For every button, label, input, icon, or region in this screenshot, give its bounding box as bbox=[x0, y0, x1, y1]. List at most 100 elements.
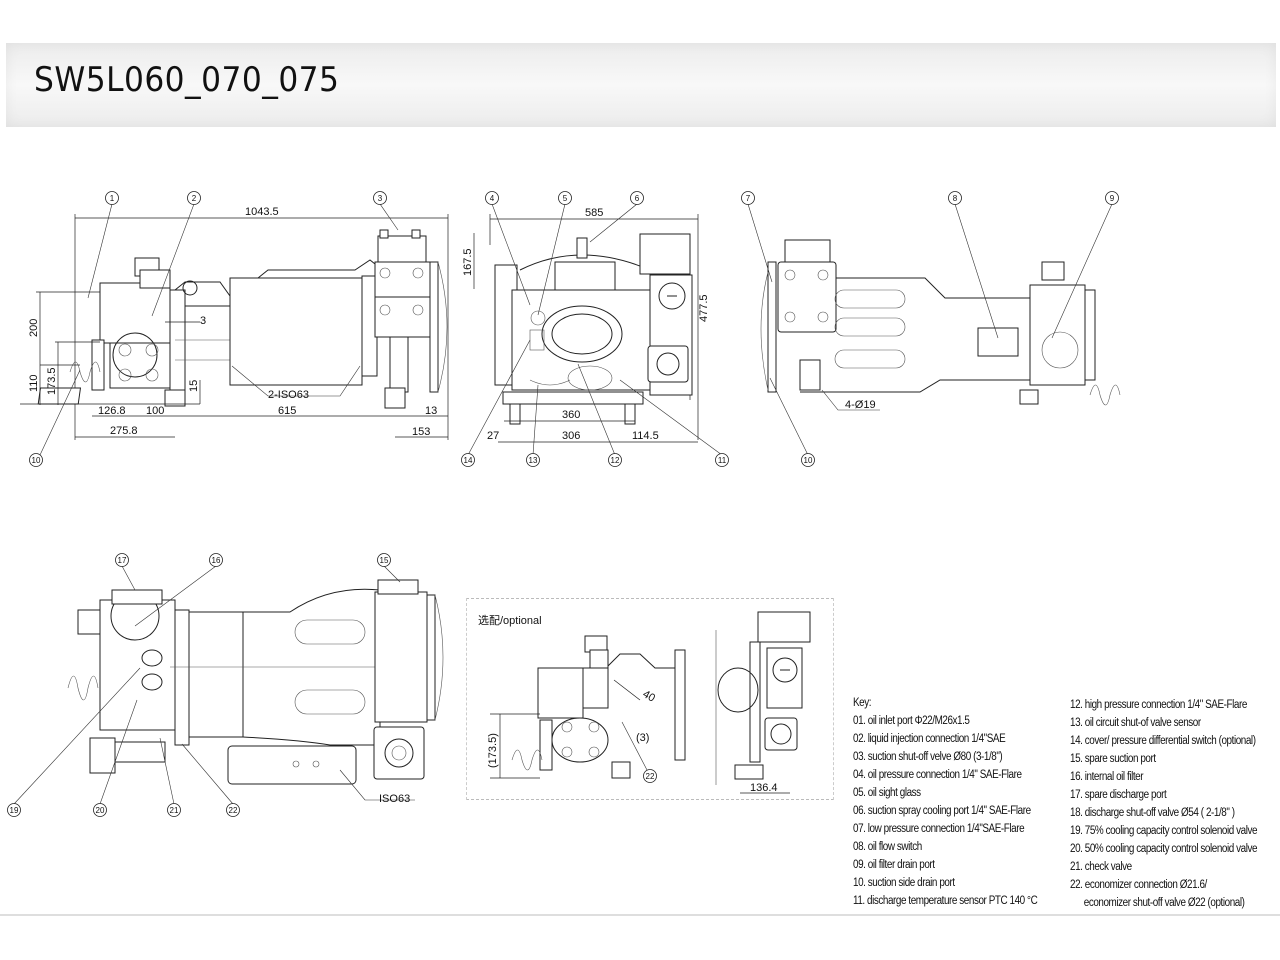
dim-114-5: 114.5 bbox=[632, 430, 659, 442]
legend-title: Key: bbox=[853, 697, 872, 709]
legend-item: 13. oil circuit shut-of valve sensor bbox=[1070, 717, 1201, 729]
legend-item: 01. oil inlet port Φ22/M26x1.5 bbox=[853, 715, 970, 727]
item-balloon: 3 bbox=[373, 191, 387, 205]
legend-item: 17. spare discharge port bbox=[1070, 789, 1167, 801]
legend-item: 22. economizer connection Ø21.6/ bbox=[1070, 879, 1207, 891]
balloon-number: 2 bbox=[192, 194, 197, 203]
legend-item-continuation: economizer shut-off valve Ø22 (optional) bbox=[1083, 897, 1245, 909]
item-balloon: 6 bbox=[630, 191, 644, 205]
legend-key-right: 12. high pressure connection 1/4" SAE-Fl… bbox=[1070, 696, 1257, 912]
other-side-view: 4-Ø19 bbox=[747, 203, 1121, 456]
side-view: 1043.5 2-ISO63 bbox=[20, 203, 449, 456]
dim-306: 306 bbox=[562, 430, 580, 442]
callout-2-iso63: 2-ISO63 bbox=[268, 389, 309, 401]
dim-13: 13 bbox=[425, 405, 437, 417]
item-balloon: 22 bbox=[226, 803, 240, 817]
balloon-number: 13 bbox=[529, 456, 538, 465]
dim-153: 153 bbox=[412, 426, 430, 438]
legend-item: 07. low pressure connection 1/4"SAE-Flar… bbox=[853, 823, 1025, 835]
item-balloon: 17 bbox=[115, 553, 129, 567]
motor-housing bbox=[229, 277, 363, 386]
item-balloon: 5 bbox=[558, 191, 572, 205]
item-balloon: 4 bbox=[485, 191, 499, 205]
optional-view: (173.5) 40 (3) 136.4 bbox=[487, 611, 811, 794]
dim-173-5: 173.5 bbox=[46, 367, 58, 395]
item-balloon: 9 bbox=[1105, 191, 1119, 205]
item-balloon: 8 bbox=[948, 191, 962, 205]
dim-136-4: 136.4 bbox=[750, 782, 778, 794]
legend-item: 02. liquid injection connection 1/4"SAE bbox=[853, 733, 1006, 745]
legend-item: 20. 50% cooling capacity control solenoi… bbox=[1070, 843, 1258, 855]
item-balloon: 1 bbox=[105, 191, 119, 205]
title-banner bbox=[6, 43, 1276, 127]
balloon-number: 4 bbox=[490, 194, 495, 203]
terminal-box bbox=[227, 745, 357, 785]
balloon-number: 16 bbox=[212, 556, 221, 565]
balloon-number: 1 bbox=[110, 194, 115, 203]
item-balloon: 7 bbox=[741, 191, 755, 205]
dim-3: 3 bbox=[200, 315, 206, 327]
balloon-number: 17 bbox=[118, 556, 127, 565]
legend-item: 09. oil filter drain port bbox=[853, 859, 935, 871]
balloon-number: 9 bbox=[1110, 194, 1115, 203]
item-balloon: 20 bbox=[93, 803, 107, 817]
item-balloon: 22 bbox=[643, 769, 657, 783]
balloon-number: 22 bbox=[646, 772, 655, 781]
balloon-number: 19 bbox=[10, 806, 19, 815]
dim-615: 615 bbox=[278, 405, 296, 417]
legend-item: 16. internal oil filter bbox=[1070, 771, 1144, 783]
oil-separator-body bbox=[99, 282, 171, 344]
balloon-number: 14 bbox=[464, 456, 473, 465]
legend-item: 06. suction spray cooling port 1/4" SAE-… bbox=[853, 805, 1031, 817]
balloon-number: 15 bbox=[380, 556, 389, 565]
dim-477-5: 477.5 bbox=[698, 294, 710, 322]
item-balloon: 16 bbox=[209, 553, 223, 567]
balloon-number: 20 bbox=[96, 806, 105, 815]
item-balloon: 14 bbox=[461, 453, 475, 467]
item-balloon: 13 bbox=[526, 453, 540, 467]
bottom-divider bbox=[0, 914, 1280, 916]
balloon-number: 8 bbox=[953, 194, 958, 203]
legend-item: 18. discharge shut-off valve Ø54 ( 2-1/8… bbox=[1070, 807, 1235, 819]
dim-360: 360 bbox=[562, 409, 580, 421]
item-balloon: 2 bbox=[187, 191, 201, 205]
oil-separator-top bbox=[99, 599, 176, 731]
dim-15: 15 bbox=[188, 380, 200, 392]
dim-585: 585 bbox=[585, 207, 603, 219]
balloon-number: 6 bbox=[635, 194, 640, 203]
page-title: SW5L060_070_075 bbox=[34, 60, 340, 100]
optional-label: 选配/optional bbox=[478, 615, 542, 627]
legend-item: 05. oil sight glass bbox=[853, 787, 921, 799]
legend-item: 15. spare suction port bbox=[1070, 753, 1156, 765]
dim-40: 40 bbox=[641, 688, 658, 705]
dim-100: 100 bbox=[146, 405, 164, 417]
item-balloon: 19 bbox=[7, 803, 21, 817]
item-balloon: 10 bbox=[801, 453, 815, 467]
balloon-number: 11 bbox=[718, 456, 727, 465]
balloon-number: 10 bbox=[32, 456, 41, 465]
legend-item: 12. high pressure connection 1/4" SAE-Fl… bbox=[1070, 699, 1247, 711]
legend-item: 11. discharge temperature sensor PTC 140… bbox=[853, 895, 1038, 907]
legend-item: 08. oil flow switch bbox=[853, 841, 922, 853]
item-balloon: 11 bbox=[715, 453, 729, 467]
legend-item: 14. cover/ pressure differential switch … bbox=[1070, 735, 1256, 747]
legend-item: 03. suction shut-off velve Ø80 (3-1/8") bbox=[853, 751, 1003, 763]
legend-item: 21. check valve bbox=[1070, 861, 1132, 873]
callout-4-holes-19: 4-Ø19 bbox=[845, 399, 876, 411]
callout-iso63: ISO63 bbox=[379, 793, 410, 805]
legend-key-left: Key: 01. oil inlet port Φ22/M26x1.5 02. … bbox=[853, 694, 1038, 910]
dim-3-paren: (3) bbox=[636, 732, 649, 744]
balloon-number: 10 bbox=[804, 456, 813, 465]
dim-110: 110 bbox=[28, 374, 40, 392]
balloon-number: 3 bbox=[378, 194, 383, 203]
balloon-number: 12 bbox=[611, 456, 620, 465]
balloon-number: 22 bbox=[229, 806, 238, 815]
dim-173-5-paren: (173.5) bbox=[487, 733, 499, 768]
dim-275-8: 275.8 bbox=[110, 425, 138, 437]
balloon-number: 21 bbox=[170, 806, 179, 815]
dim-167-5: 167.5 bbox=[462, 248, 474, 276]
item-balloon: 21 bbox=[167, 803, 181, 817]
optional-frame bbox=[466, 598, 834, 800]
balloon-number: 5 bbox=[563, 194, 568, 203]
